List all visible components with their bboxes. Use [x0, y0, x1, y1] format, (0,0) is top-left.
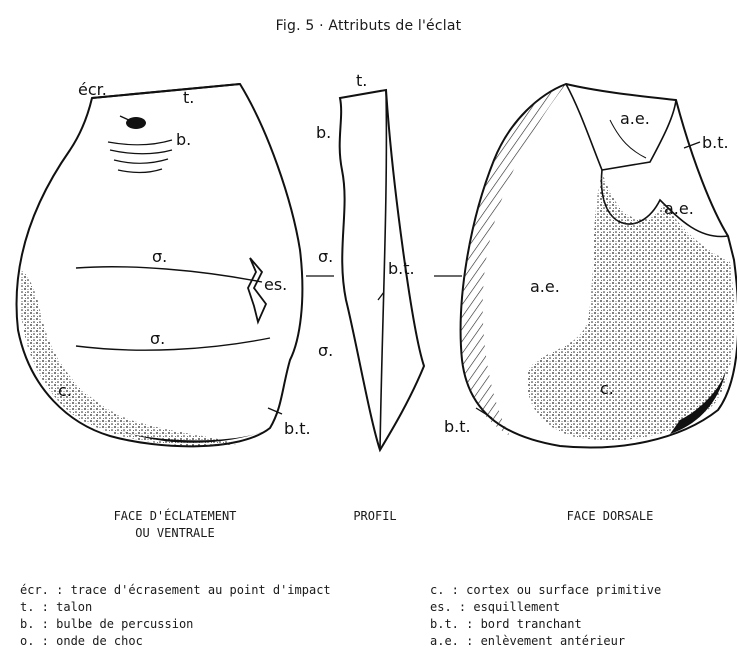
legend-right: c. : cortex ou surface primitive es. : e… — [430, 582, 661, 650]
label-edge-dorsal-bottom: b.t. — [444, 417, 471, 436]
caption-profil: PROFIL — [330, 508, 420, 525]
label-wave-2: σ. — [150, 329, 165, 348]
label-talon-profile: t. — [356, 71, 367, 90]
label-wave-1: σ. — [152, 247, 167, 266]
caption-dorsal: FACE DORSALE — [530, 508, 690, 525]
label-talon-ventral: t. — [183, 88, 194, 107]
label-bulb-profile: b. — [316, 123, 331, 142]
legend-item: es. : esquillement — [430, 599, 661, 616]
legend-item: a.e. : enlèvement antérieur — [430, 633, 661, 650]
caption-ventral: FACE D'ÉCLATEMENT OU VENTRALE — [70, 508, 280, 542]
label-cortex-ventral: c. — [58, 381, 72, 400]
legend-left: écr. : trace d'écrasement au point d'imp… — [20, 582, 331, 650]
label-cortex-dorsal: c. — [600, 379, 614, 398]
label-wave-profile-2: σ. — [318, 341, 333, 360]
label-scar-dorsal-2: a.e. — [664, 199, 694, 218]
caption-ventral-line2: OU VENTRALE — [70, 525, 280, 542]
legend-item: b. : bulbe de percussion — [20, 616, 331, 633]
label-scar-dorsal-3: a.e. — [530, 277, 560, 296]
label-edge-ventral: b.t. — [284, 419, 311, 438]
legend-item: b.t. : bord tranchant — [430, 616, 661, 633]
legend-item: t. : talon — [20, 599, 331, 616]
label-wave-profile-1: σ. — [318, 247, 333, 266]
legend-item: c. : cortex ou surface primitive — [430, 582, 661, 599]
caption-ventral-line1: FACE D'ÉCLATEMENT — [70, 508, 280, 525]
label-ecr: écr. — [78, 80, 107, 99]
label-scar-dorsal-1: a.e. — [620, 109, 650, 128]
legend-item: o. : onde de choc — [20, 633, 331, 650]
label-chipping: es. — [264, 275, 287, 294]
label-bulb-ventral: b. — [176, 130, 191, 149]
label-edge-dorsal-top: b.t. — [702, 133, 729, 152]
dorsal-face — [461, 84, 737, 448]
label-edge-profile: b.t. — [388, 259, 415, 278]
legend-item: écr. : trace d'écrasement au point d'imp… — [20, 582, 331, 599]
